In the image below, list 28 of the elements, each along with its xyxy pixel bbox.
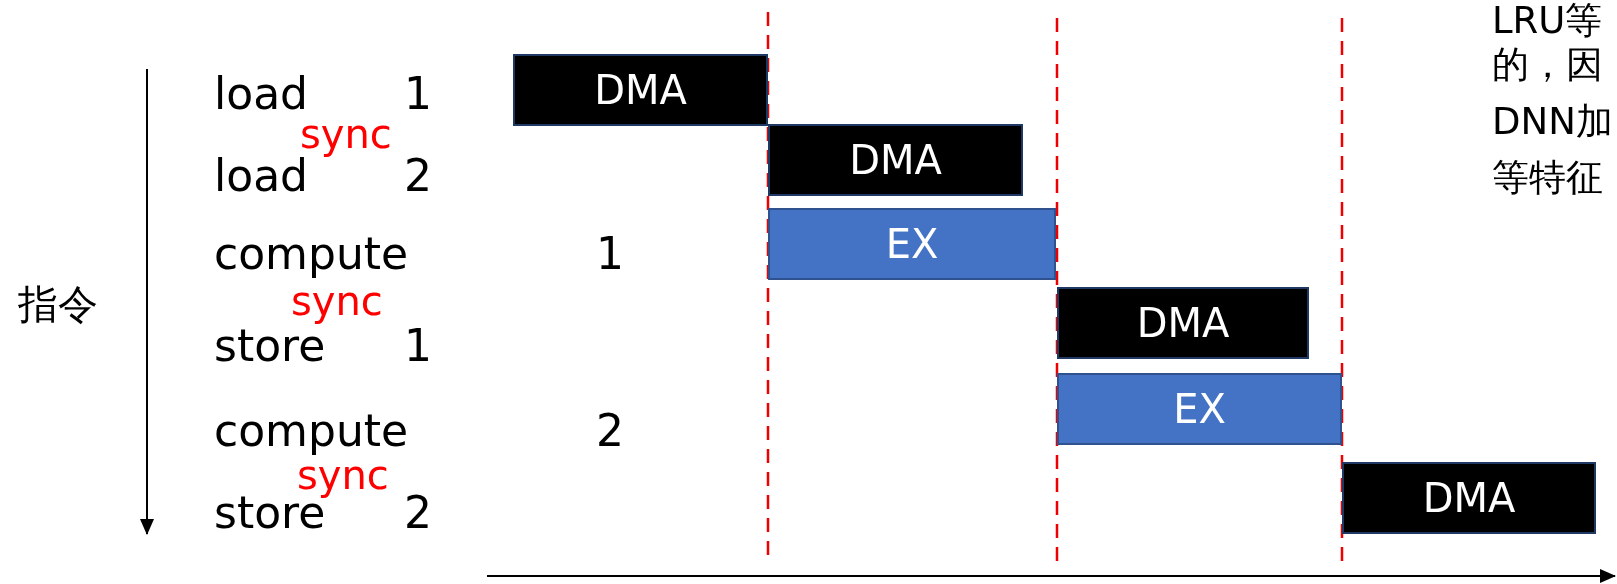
instruction-label: load (214, 154, 309, 198)
stage-label: DMA (849, 140, 942, 180)
operand-number: 1 (404, 324, 432, 368)
instruction-label: compute (214, 409, 409, 453)
operand-number: 2 (404, 154, 432, 198)
note-text: LRU等 (1492, 2, 1603, 39)
operand-number: 1 (596, 232, 624, 276)
timeline-bar (513, 54, 768, 126)
stage-label: EX (1173, 389, 1226, 429)
timeline-bar (768, 208, 1056, 280)
operand-number: 2 (596, 409, 624, 453)
timeline-bar (1057, 287, 1309, 359)
operand-number: 2 (404, 491, 432, 535)
stage-label: EX (885, 224, 939, 264)
instruction-label: store (214, 324, 326, 368)
timeline-bar (768, 124, 1023, 196)
instruction-label: compute (214, 232, 409, 276)
note-text: DNN加 (1492, 103, 1613, 140)
note-text: 的，因 (1492, 46, 1603, 83)
stage-label: DMA (1422, 478, 1516, 518)
timeline-bar (1057, 373, 1342, 445)
operand-number: 1 (404, 72, 432, 116)
stage-label: DMA (594, 70, 687, 110)
instruction-label: load (214, 72, 309, 116)
stage-label: DMA (1136, 303, 1230, 343)
axis-title: 指令 (18, 284, 98, 324)
timeline-bar (1342, 462, 1596, 534)
note-text: 等特征 (1492, 159, 1603, 196)
